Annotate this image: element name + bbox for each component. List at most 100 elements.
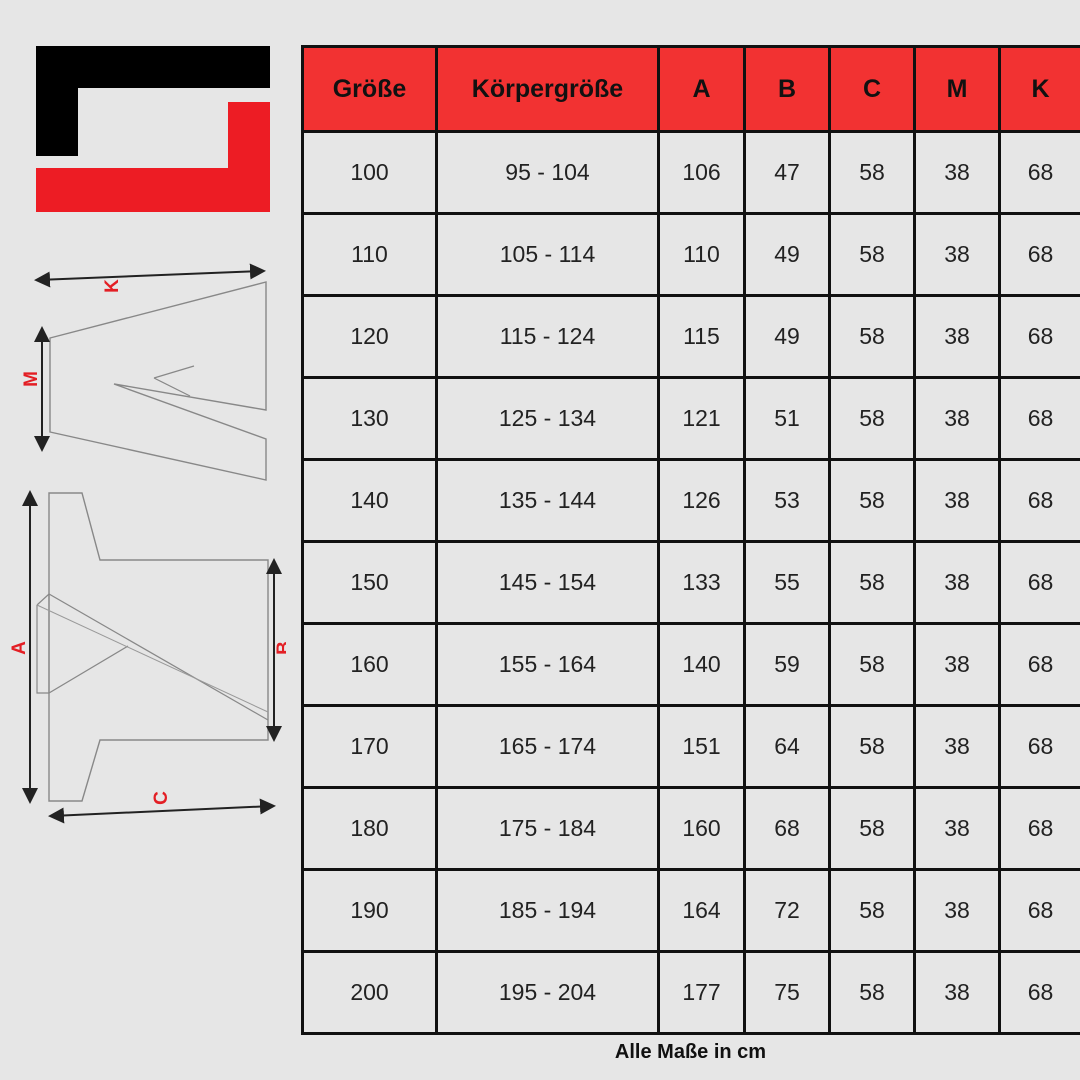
cell-b: 59 (743, 622, 831, 707)
cell-m: 38 (913, 786, 1001, 871)
cell-b: 68 (743, 786, 831, 871)
cell-c: 58 (828, 704, 916, 789)
cell-a: 160 (657, 786, 746, 871)
table-header-row: Größe Körpergröße A B C M K (301, 45, 1080, 133)
cell-k: 68 (998, 540, 1080, 625)
cell-m: 38 (913, 950, 1001, 1035)
cell-a: 133 (657, 540, 746, 625)
jacket-inner-line (36, 604, 269, 713)
cell-m: 38 (913, 704, 1001, 789)
cell-a: 106 (657, 130, 746, 215)
pants-outline (49, 281, 267, 481)
cell-m: 38 (913, 376, 1001, 461)
cell-b: 51 (743, 376, 831, 461)
cell-a: 121 (657, 376, 746, 461)
cell-koerpergroesse: 175 - 184 (435, 786, 660, 871)
c-label: C (151, 791, 172, 805)
cell-a: 126 (657, 458, 746, 543)
cell-m: 38 (913, 130, 1001, 215)
cell-c: 58 (828, 622, 916, 707)
cell-groesse: 190 (301, 868, 438, 953)
header-k: K (998, 45, 1080, 133)
cell-k: 68 (998, 622, 1080, 707)
cell-c: 58 (828, 376, 916, 461)
cell-b: 49 (743, 212, 831, 297)
header-c: C (828, 45, 916, 133)
units-note: Alle Maße in cm (614, 1041, 767, 1063)
k-label: K (102, 279, 123, 293)
cell-k: 68 (998, 376, 1080, 461)
cell-a: 115 (657, 294, 746, 379)
cell-a: 110 (657, 212, 746, 297)
cell-a: 164 (657, 868, 746, 953)
header-groesse: Größe (301, 45, 438, 133)
cell-groesse: 160 (301, 622, 438, 707)
cell-groesse: 170 (301, 704, 438, 789)
cell-koerpergroesse: 135 - 144 (435, 458, 660, 543)
header-m: M (913, 45, 1001, 133)
cell-koerpergroesse: 105 - 114 (435, 212, 660, 297)
logo-red-shape (36, 102, 270, 212)
cell-k: 68 (998, 458, 1080, 543)
pants-measurement-diagram: K M (21, 263, 267, 481)
cell-b: 55 (743, 540, 831, 625)
cell-c: 58 (828, 458, 916, 543)
brand-logo (36, 46, 270, 212)
cell-koerpergroesse: 95 - 104 (435, 130, 660, 215)
cell-groesse: 130 (301, 376, 438, 461)
jacket-lapel-lines (36, 593, 269, 721)
cell-a: 177 (657, 950, 746, 1035)
cell-koerpergroesse: 185 - 194 (435, 868, 660, 953)
cell-c: 58 (828, 294, 916, 379)
cell-c: 58 (828, 868, 916, 953)
cell-b: 75 (743, 950, 831, 1035)
k-arrow (34, 263, 266, 288)
cell-groesse: 150 (301, 540, 438, 625)
cell-b: 72 (743, 868, 831, 953)
cell-c: 58 (828, 130, 916, 215)
cell-m: 38 (913, 868, 1001, 953)
m-label: M (21, 371, 42, 387)
cell-k: 68 (998, 212, 1080, 297)
cell-b: 47 (743, 130, 831, 215)
cell-k: 68 (998, 950, 1080, 1035)
cell-m: 38 (913, 540, 1001, 625)
pants-crotch-detail (153, 365, 195, 397)
c-arrow (48, 798, 276, 824)
cell-groesse: 100 (301, 130, 438, 215)
cell-b: 64 (743, 704, 831, 789)
cell-c: 58 (828, 212, 916, 297)
cell-b: 53 (743, 458, 831, 543)
cell-koerpergroesse: 145 - 154 (435, 540, 660, 625)
cell-koerpergroesse: 155 - 164 (435, 622, 660, 707)
cell-k: 68 (998, 704, 1080, 789)
logo-black-shape (36, 46, 270, 156)
jacket-outline (48, 492, 269, 802)
header-b: B (743, 45, 831, 133)
cell-c: 58 (828, 950, 916, 1035)
cell-c: 58 (828, 540, 916, 625)
a-label: A (9, 641, 30, 655)
cell-k: 68 (998, 868, 1080, 953)
header-a: A (657, 45, 746, 133)
cell-a: 140 (657, 622, 746, 707)
cell-m: 38 (913, 622, 1001, 707)
cell-groesse: 180 (301, 786, 438, 871)
jacket-measurement-diagram: A B C (9, 490, 286, 824)
cell-m: 38 (913, 294, 1001, 379)
cell-groesse: 120 (301, 294, 438, 379)
cell-a: 151 (657, 704, 746, 789)
cell-koerpergroesse: 125 - 134 (435, 376, 660, 461)
